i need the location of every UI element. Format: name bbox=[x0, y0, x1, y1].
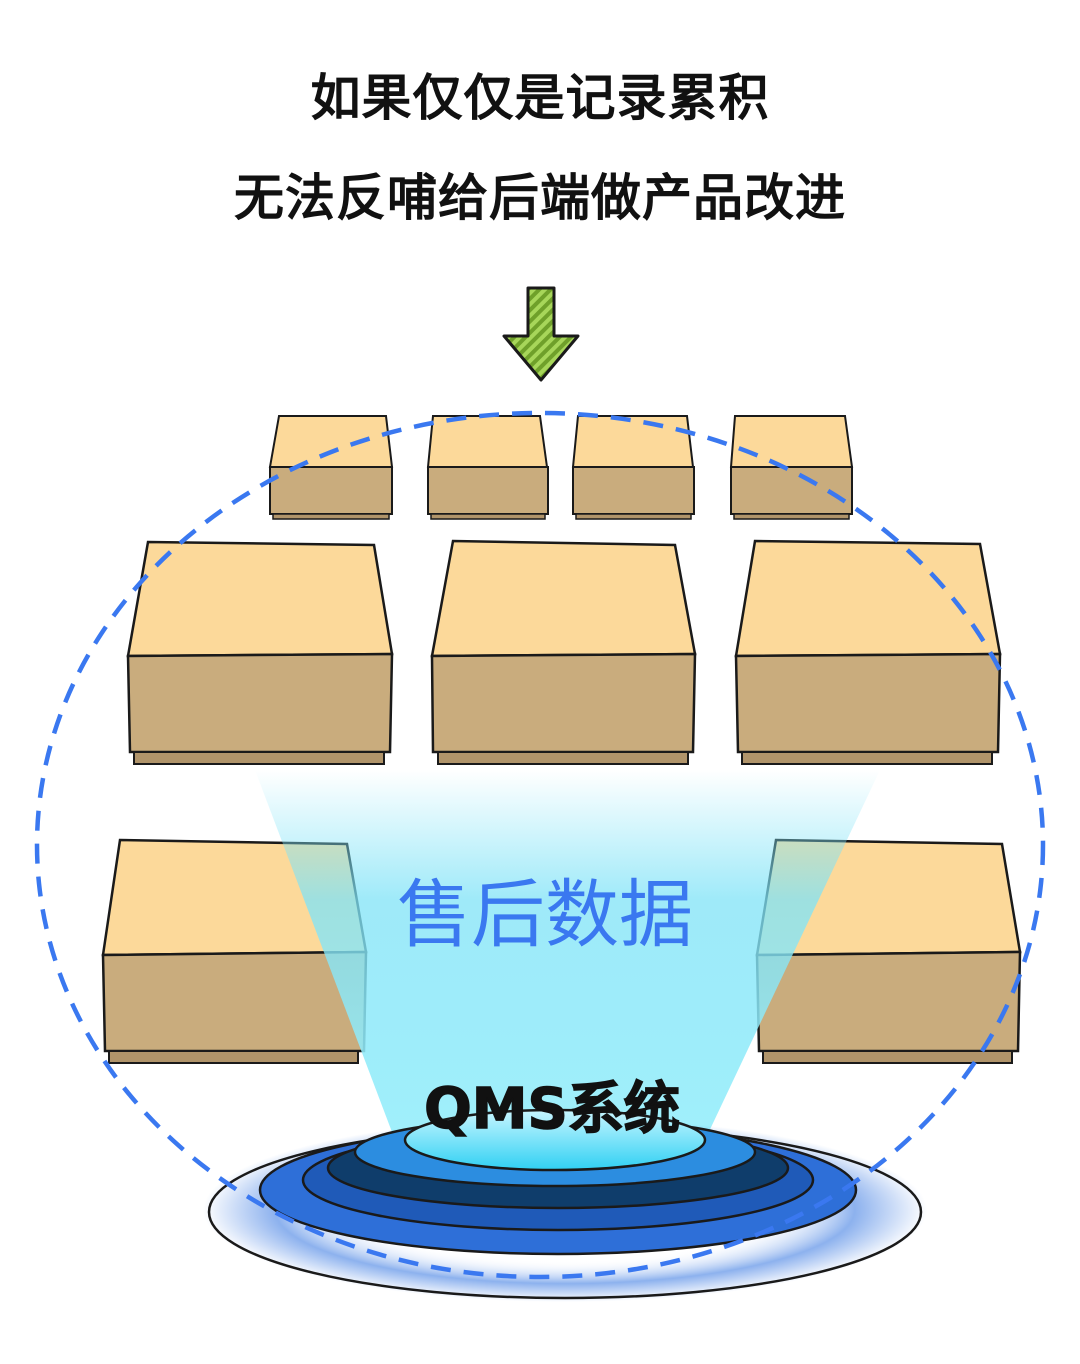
center-label: 售后数据 bbox=[397, 872, 693, 958]
large-box-3 bbox=[736, 541, 1000, 764]
platform-label: QMS系统 bbox=[424, 1077, 680, 1142]
small-box-3 bbox=[573, 416, 694, 519]
large-box-2 bbox=[432, 541, 695, 764]
large-box-1 bbox=[128, 542, 392, 764]
small-box-2 bbox=[428, 416, 548, 519]
down-arrow-icon bbox=[504, 288, 578, 380]
small-box-1 bbox=[270, 416, 392, 519]
small-box-4 bbox=[731, 416, 852, 519]
